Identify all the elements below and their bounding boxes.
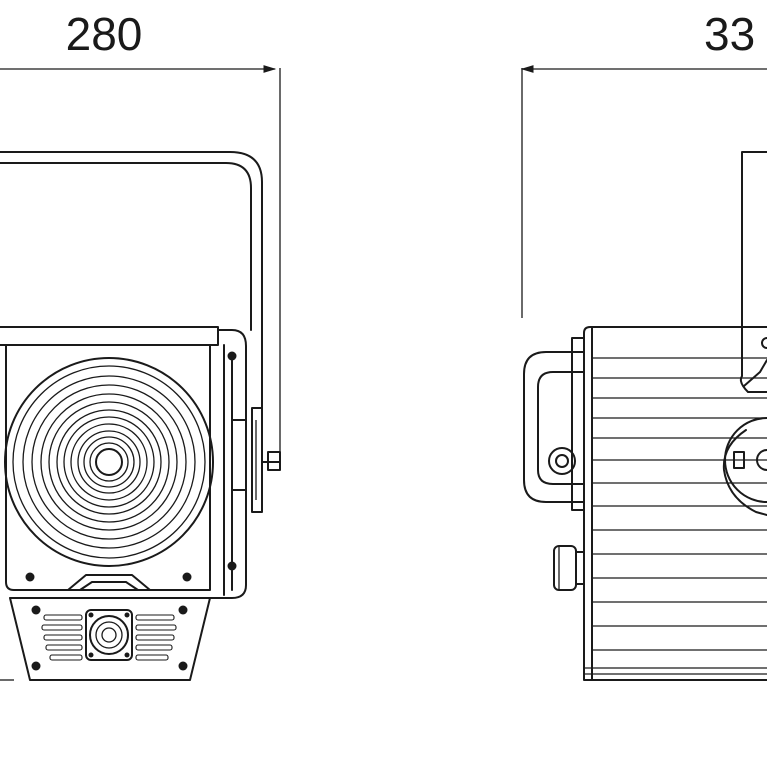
side-yoke: [722, 151, 767, 516]
rear-handle: [523, 337, 585, 511]
side-depth-dimension: 33: [520, 8, 767, 318]
fan-panel: [9, 597, 211, 681]
focus-knob: [553, 545, 585, 591]
front-view: 280: [0, 8, 281, 681]
fresnel-lens: [4, 357, 214, 567]
front-width-dimension: 280: [0, 8, 281, 470]
front-housing: [0, 326, 247, 599]
front-width-label: 280: [66, 8, 143, 60]
side-view: 33: [520, 8, 767, 681]
side-housing: [583, 326, 767, 681]
side-depth-label: 33: [704, 8, 755, 60]
yoke-bracket: [0, 151, 281, 513]
